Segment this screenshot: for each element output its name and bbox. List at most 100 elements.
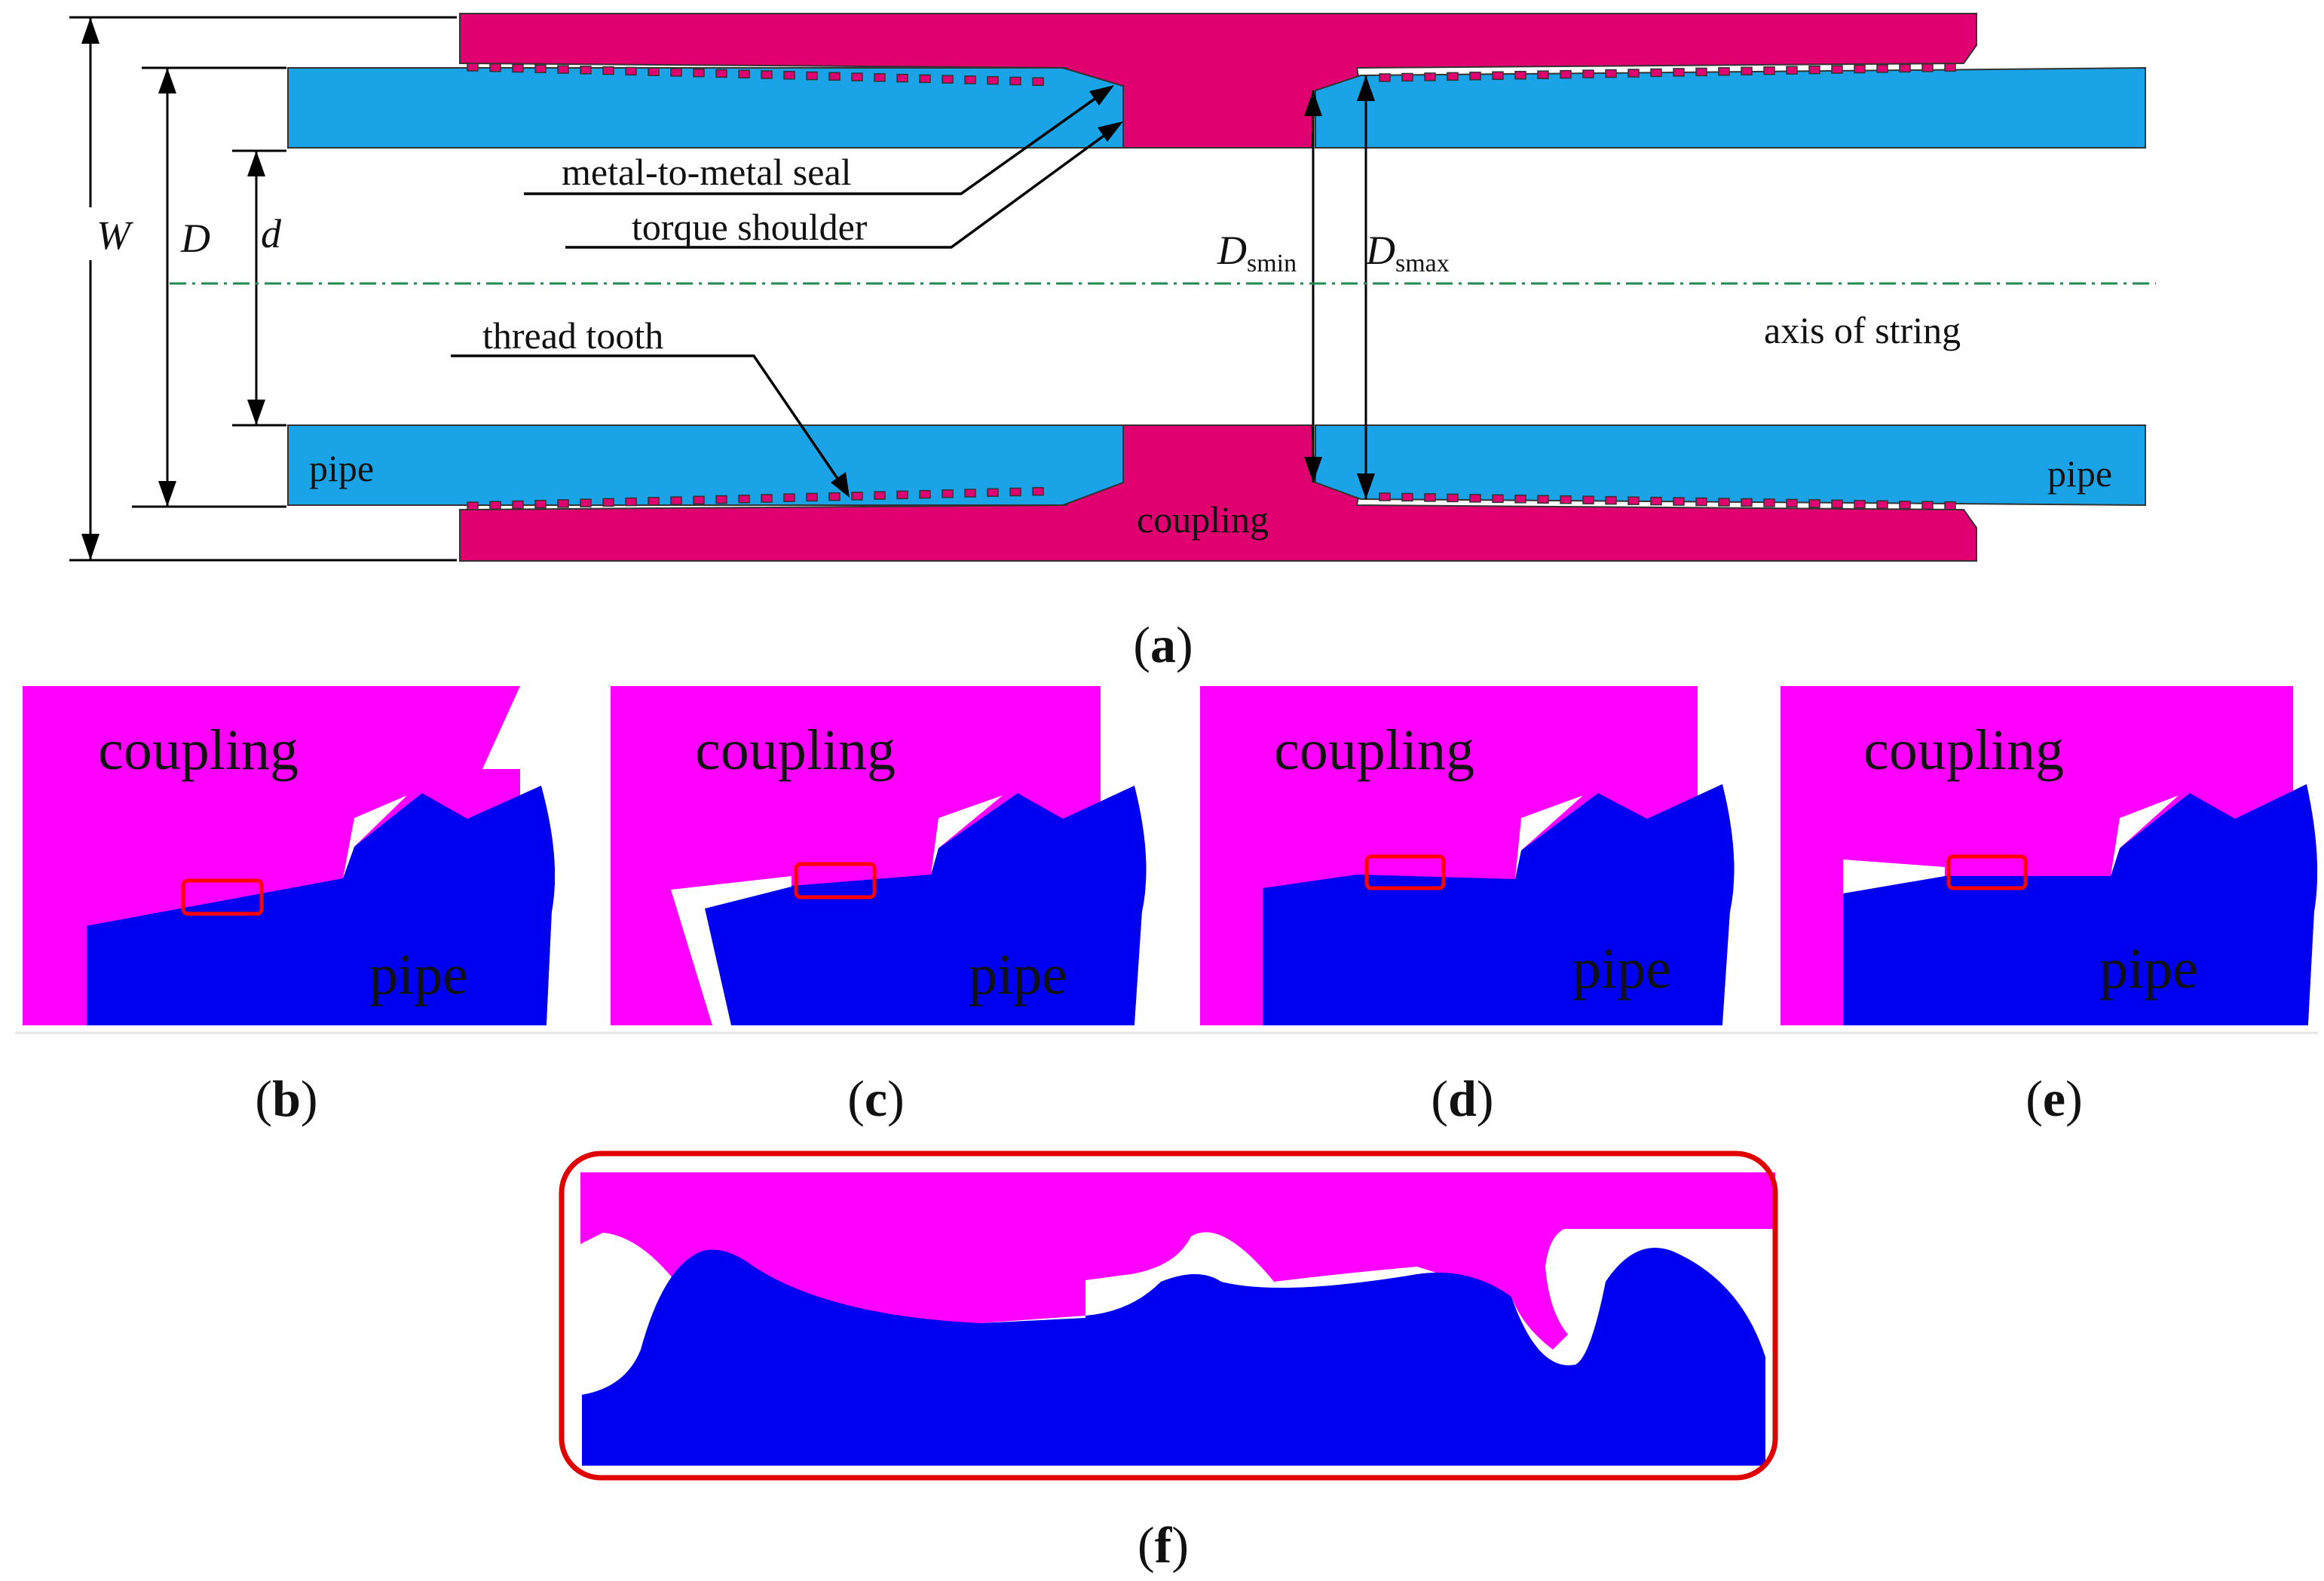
- thread-tooth: [534, 64, 547, 74]
- thread-tooth: [467, 63, 479, 72]
- pipe-label: pipe: [969, 943, 1067, 1007]
- thread-tooth: [1695, 67, 1707, 77]
- thread-tooth: [896, 73, 908, 83]
- pipe-lower-left: [287, 424, 1124, 506]
- thread-tooth: [987, 75, 999, 85]
- caption-b: (b): [255, 1070, 317, 1127]
- thread-tooth: [512, 500, 524, 510]
- thread-tooth: [1605, 495, 1617, 505]
- thread-tooth: [806, 71, 818, 81]
- thread-tooth: [1514, 70, 1526, 80]
- thread-tooth: [828, 492, 840, 501]
- thread-tooth: [467, 501, 479, 510]
- thread-tooth: [896, 490, 908, 500]
- thread-tooth: [964, 75, 976, 84]
- thread-tooth: [919, 489, 931, 499]
- pipe-label: pipe: [369, 943, 468, 1007]
- thread-tooth: [1673, 497, 1685, 506]
- thread-tooth: [1808, 499, 1820, 508]
- panel-b: coupling pipe (b): [23, 686, 573, 1127]
- pipe-left-label: pipe: [309, 447, 374, 489]
- torque-shoulder-label: torque shoulder: [632, 206, 868, 248]
- thread-tooth: [1447, 493, 1459, 503]
- dimension-dsmax-label: Dsmax: [1365, 228, 1450, 277]
- dimension-d-inner-label: d: [261, 211, 282, 256]
- thread-tooth: [1786, 66, 1798, 75]
- thread-tooth: [1582, 69, 1594, 78]
- thread-tooth: [1876, 64, 1888, 73]
- caption-d: (d): [1431, 1070, 1493, 1127]
- right-edge-gap: [2293, 686, 2324, 1025]
- pipe-right-label: pipe: [2047, 452, 2112, 495]
- thread-tooth: [1763, 498, 1775, 507]
- thread-tooth: [1786, 498, 1798, 508]
- coupling-contact-profile: [580, 1172, 1775, 1350]
- thread-tooth: [738, 495, 750, 504]
- thread-tooth: [1605, 69, 1617, 78]
- thread-tooth: [1921, 501, 1934, 510]
- thread-tooth: [1447, 72, 1459, 81]
- thread-tooth: [715, 69, 727, 78]
- thread-tooth: [806, 492, 818, 502]
- gap: [343, 795, 407, 878]
- thread-tooth: [1379, 492, 1391, 501]
- thread-tooth: [874, 73, 886, 82]
- thread-tooth: [738, 69, 750, 78]
- thread-tooth: [1401, 492, 1413, 502]
- thread-tooth: [1492, 494, 1504, 504]
- thread-tooth: [557, 65, 569, 74]
- thread-tooth: [942, 75, 954, 84]
- caption-c: (c): [847, 1070, 905, 1127]
- thread-tooth: [1854, 500, 1866, 509]
- coupling-label: coupling: [695, 718, 896, 782]
- pipe-region: [1263, 784, 1735, 1025]
- contact-highlight-box: [1946, 854, 2028, 890]
- thread-tooth: [1741, 498, 1753, 507]
- pipe-region: [87, 786, 556, 1025]
- dimension-dsmax: Dsmax: [1357, 75, 1450, 499]
- thread-tooth: [964, 489, 976, 498]
- metal-seal-label: metal-to-metal seal: [562, 151, 852, 193]
- thread-tooth: [1876, 500, 1888, 510]
- thread-tooth: [1899, 501, 1911, 510]
- thread-teeth: [467, 63, 1956, 510]
- thread-tooth: [512, 63, 524, 73]
- thread-tooth: [783, 493, 795, 502]
- dimension-d-outer-label: D: [180, 216, 210, 261]
- thread-tooth: [1424, 72, 1436, 81]
- thread-tooth: [1899, 63, 1911, 73]
- thread-tooth: [828, 72, 840, 81]
- dimension-w-label: W: [96, 213, 134, 258]
- thread-tooth: [1627, 69, 1640, 78]
- thread-tooth: [648, 67, 660, 76]
- thread-tooth: [1808, 65, 1820, 75]
- clearance-gap: [671, 876, 792, 1025]
- thread-tooth: [1718, 67, 1730, 76]
- pipe-lower-right: [1315, 424, 2146, 507]
- thread-tooth: [648, 497, 660, 506]
- thread-tooth: [761, 70, 773, 79]
- thread-tooth: [625, 66, 637, 76]
- right-edge-gap: [520, 686, 573, 1025]
- pipe-upper-left: [287, 67, 1124, 149]
- contact-highlight-box: [1364, 854, 1446, 890]
- axis-label: axis of string: [1764, 309, 1961, 351]
- leader-torque-shoulder: [565, 121, 1123, 249]
- thread-tooth: [1492, 71, 1504, 81]
- pipe-contact-profile: [582, 1248, 1765, 1466]
- pipe-label: pipe: [2099, 937, 2198, 1000]
- panel-f: (f): [559, 1151, 1778, 1573]
- thread-tooth: [1537, 495, 1549, 504]
- thread-tooth: [1650, 68, 1662, 78]
- thread-tooth: [489, 501, 501, 510]
- caption-e: (e): [2025, 1070, 2083, 1127]
- thread-tooth: [1582, 495, 1594, 504]
- thread-tooth: [1469, 72, 1481, 81]
- thread-tooth: [489, 63, 501, 72]
- thread-tooth: [670, 496, 682, 505]
- thread-tooth: [580, 66, 592, 75]
- thread-tooth: [602, 498, 614, 507]
- pipe-upper-right: [1315, 66, 2146, 149]
- thread-tooth: [942, 489, 954, 498]
